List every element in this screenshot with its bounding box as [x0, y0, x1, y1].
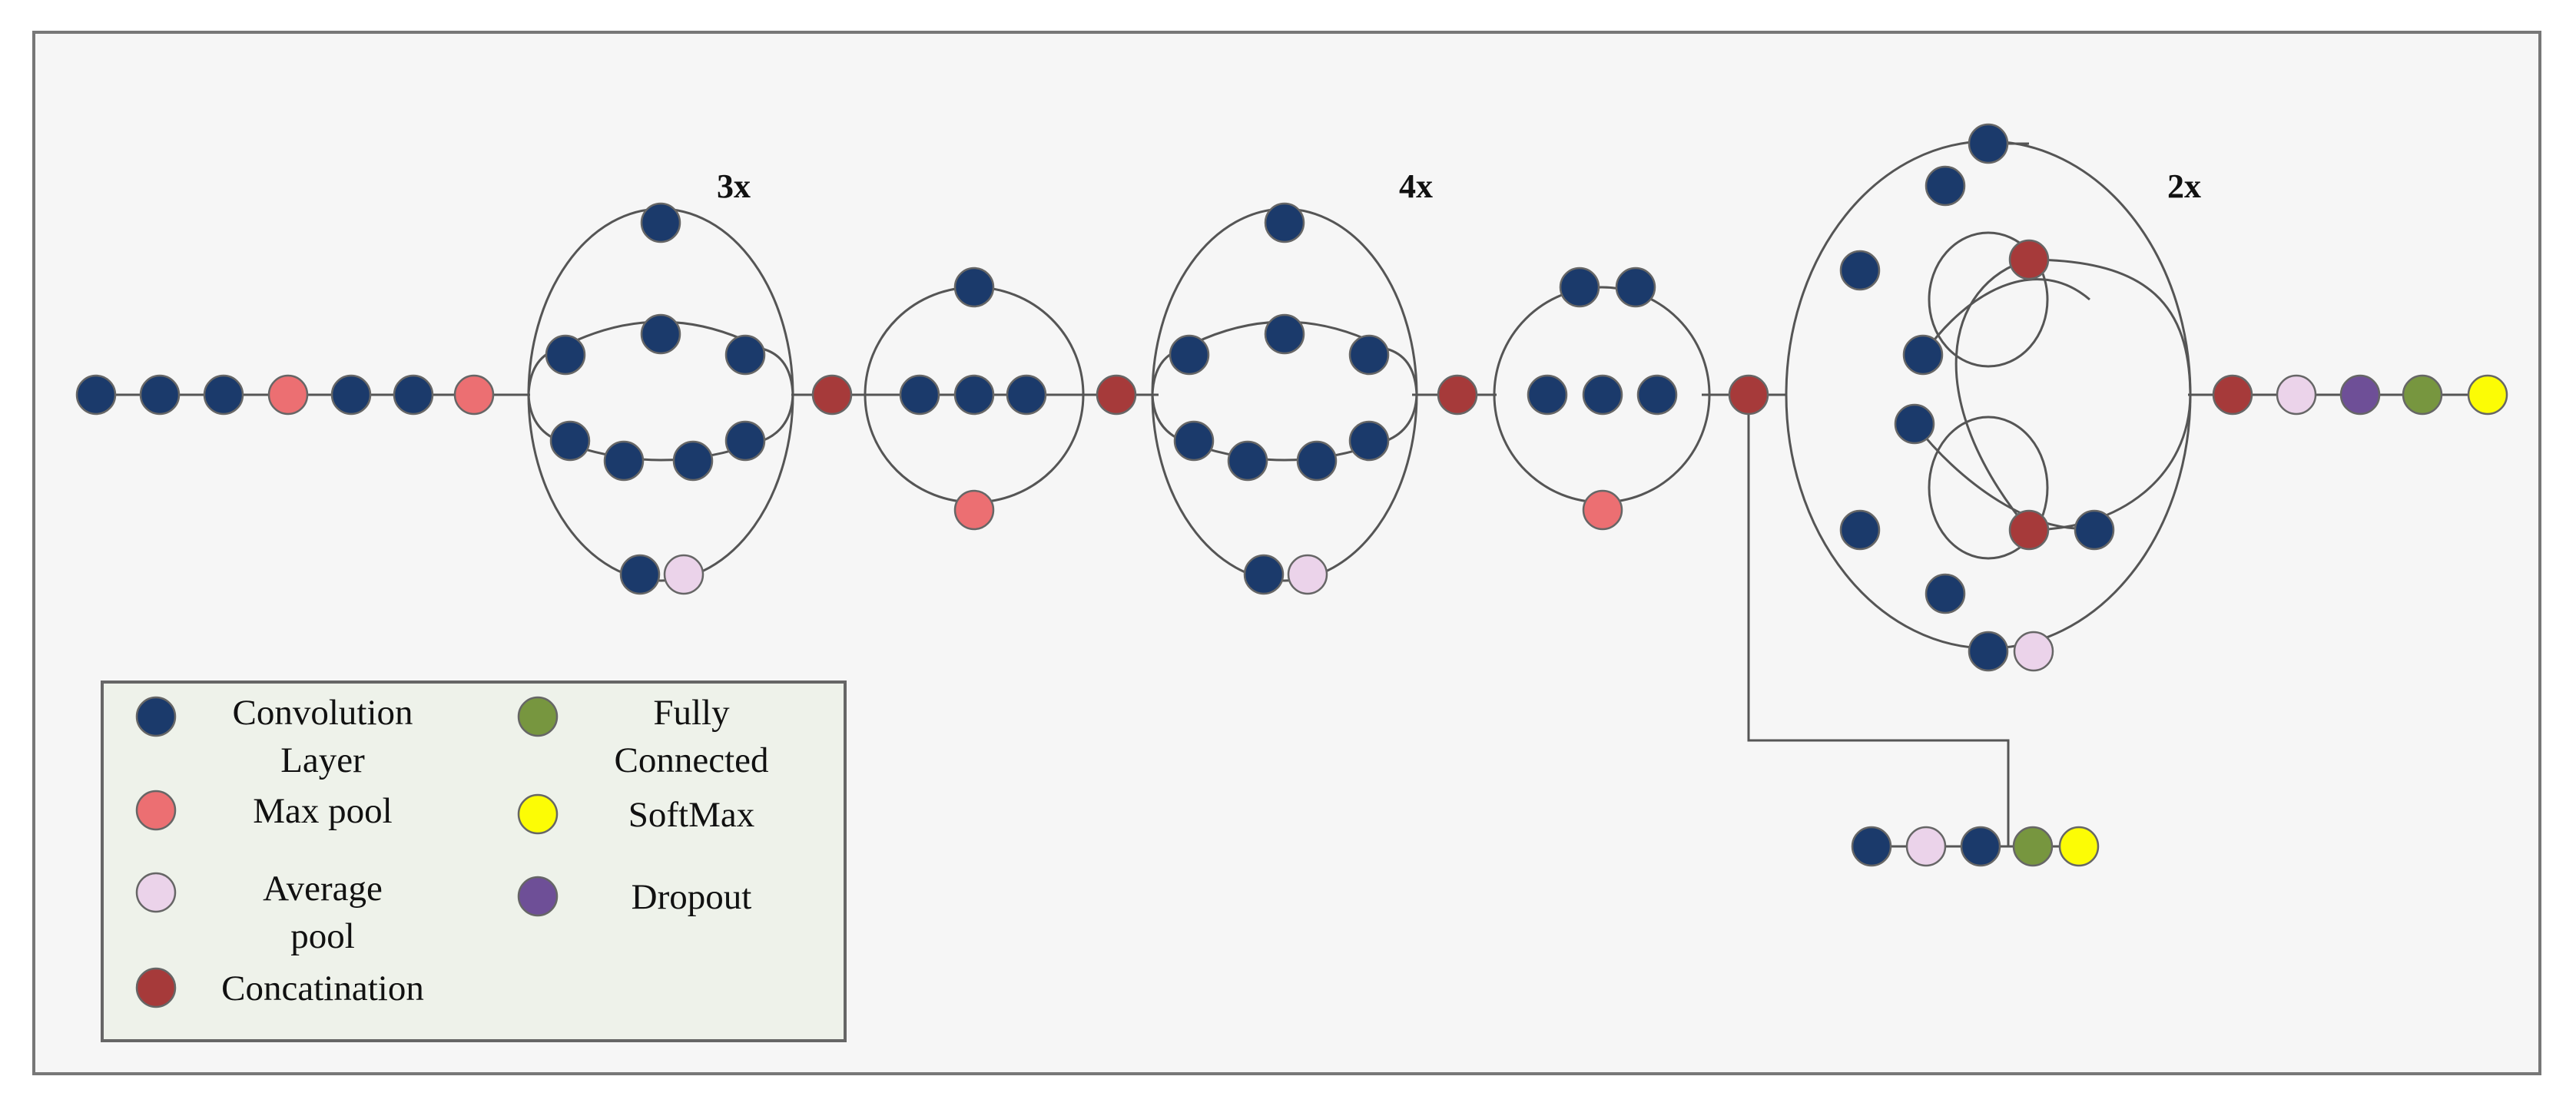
stem-convolution-node — [139, 374, 181, 416]
legend-convolution-swatch — [135, 696, 177, 737]
block-c-arc — [1921, 278, 2090, 356]
block-a-branch3-convolution-node — [603, 440, 645, 482]
stem-convolution-node — [330, 374, 372, 416]
block-b-branch1-convolution-node — [1264, 202, 1305, 243]
concat-after-reduction-b — [1728, 374, 1769, 416]
concat-after-block-b — [1437, 374, 1478, 416]
reduction-a-mid-convolution-node — [953, 374, 995, 416]
reduction-b-mid-convolution-node — [1582, 374, 1623, 416]
block-a-branch2-convolution-node — [724, 334, 766, 376]
stem-convolution-node — [75, 374, 117, 416]
head-softmax-node — [2467, 374, 2508, 416]
reduction-b-top-convolution-node — [1615, 267, 1656, 308]
block-b-branch3-convolution-node — [1227, 440, 1268, 482]
multiplier-block-c: 2x — [2167, 167, 2201, 205]
block-b-branch-arc — [1385, 394, 1418, 442]
concat-after-block-a — [811, 374, 853, 416]
block-b-branch3-convolution-node — [1296, 440, 1338, 482]
reduction-b-mid-convolution-node — [1636, 374, 1678, 416]
block-b-branch2-convolution-node — [1348, 334, 1390, 376]
auxiliary-fully-connected-node — [2012, 826, 2054, 867]
stem-convolution-node — [393, 374, 434, 416]
head-fully-connected-node — [2402, 374, 2443, 416]
block-b-branch-arc — [1385, 347, 1418, 396]
legend-dropout-swatch — [517, 876, 559, 917]
block-c-convolution-node — [1839, 509, 1881, 551]
reduction-a-mid-convolution-node — [1006, 374, 1047, 416]
block-b-branch2-convolution-node — [1264, 313, 1305, 355]
auxiliary-average-pool-node — [1905, 826, 1947, 867]
layer-nodes — [75, 123, 2508, 867]
legend-fully-connected-swatch — [517, 696, 559, 737]
concat-after-reduction-a — [1096, 374, 1137, 416]
legend-concatenation-swatch — [135, 967, 177, 1008]
reduction-a-mid-convolution-node — [899, 374, 940, 416]
block-c-arc — [1954, 258, 2031, 531]
block-c-convolution-node — [1968, 631, 2009, 672]
block-a-branch1-convolution-node — [640, 202, 681, 243]
block-a-branch4-convolution-node — [619, 554, 661, 595]
block-a-branch-arc — [761, 347, 794, 396]
block-c-convolution-node — [1925, 573, 1966, 614]
stem-max-pool-node — [453, 374, 495, 416]
block-c-convolution-node — [1925, 165, 1966, 207]
legend-concatenation-label: Concatination — [221, 969, 424, 1008]
block-c-lower-left-ellipse — [1928, 416, 2049, 560]
block-a-branch2-convolution-node — [640, 313, 681, 355]
block-b-branch3-convolution-node — [1348, 420, 1390, 462]
block-a-branch3-convolution-node — [672, 440, 714, 482]
legend-softmax-label: SoftMax — [628, 795, 755, 835]
block-c-average-pool-node — [2013, 631, 2054, 672]
block-c-arc — [2028, 394, 2192, 531]
auxiliary-branch-line — [1747, 395, 2010, 846]
reduction-b-mid-convolution-node — [1527, 374, 1568, 416]
head-average-pool-node — [2276, 374, 2317, 416]
block-a-branch3-convolution-node — [724, 420, 766, 462]
reduction-a-top-convolution-node — [953, 267, 995, 308]
stem-convolution-node — [203, 374, 244, 416]
multiplier-block-b: 4x — [1399, 167, 1433, 205]
block-c-convolution-node — [1894, 403, 1935, 445]
head-concatenation-node — [2212, 374, 2253, 416]
block-c-convolution-node — [1968, 123, 2009, 164]
block-a-branch3-convolution-node — [549, 420, 591, 462]
auxiliary-convolution-node — [1851, 826, 1892, 867]
stem-max-pool-node — [267, 374, 309, 416]
block-a-branch-arc — [761, 394, 794, 442]
legend-softmax-swatch — [517, 793, 559, 835]
block-c-arc — [2028, 258, 2192, 396]
auxiliary-softmax-node — [2058, 826, 2100, 867]
legend-max-pool-label: Max pool — [253, 791, 392, 831]
block-a-branch4-average-pool-node — [663, 554, 705, 595]
head-dropout-node — [2339, 374, 2381, 416]
reduction-a-bottom-max-pool-node — [953, 489, 995, 531]
block-c-concatenation-node — [2008, 509, 2050, 551]
legend-max-pool-swatch — [135, 790, 177, 831]
multiplier-block-a: 3x — [717, 167, 751, 205]
reduction-b-top-convolution-node — [1559, 267, 1600, 308]
legend-box — [101, 680, 847, 1042]
block-b-branch4-average-pool-node — [1287, 554, 1328, 595]
block-a-branch2-convolution-node — [545, 334, 586, 376]
legend-dropout-label: Dropout — [632, 877, 752, 917]
block-c-upper-left-ellipse — [1928, 231, 2049, 368]
block-b-branch3-convolution-node — [1173, 420, 1215, 462]
reduction-b-bottom-max-pool-node — [1582, 489, 1623, 531]
auxiliary-convolution-node — [1960, 826, 2001, 867]
block-c-concatenation-node — [2008, 239, 2050, 280]
block-c-convolution-node — [1902, 334, 1944, 376]
block-b-branch4-convolution-node — [1243, 554, 1285, 595]
block-c-convolution-node — [1839, 250, 1881, 291]
block-c-convolution-node — [2074, 509, 2115, 551]
legend-average-pool-swatch — [135, 872, 177, 913]
block-b-branch2-convolution-node — [1169, 334, 1210, 376]
